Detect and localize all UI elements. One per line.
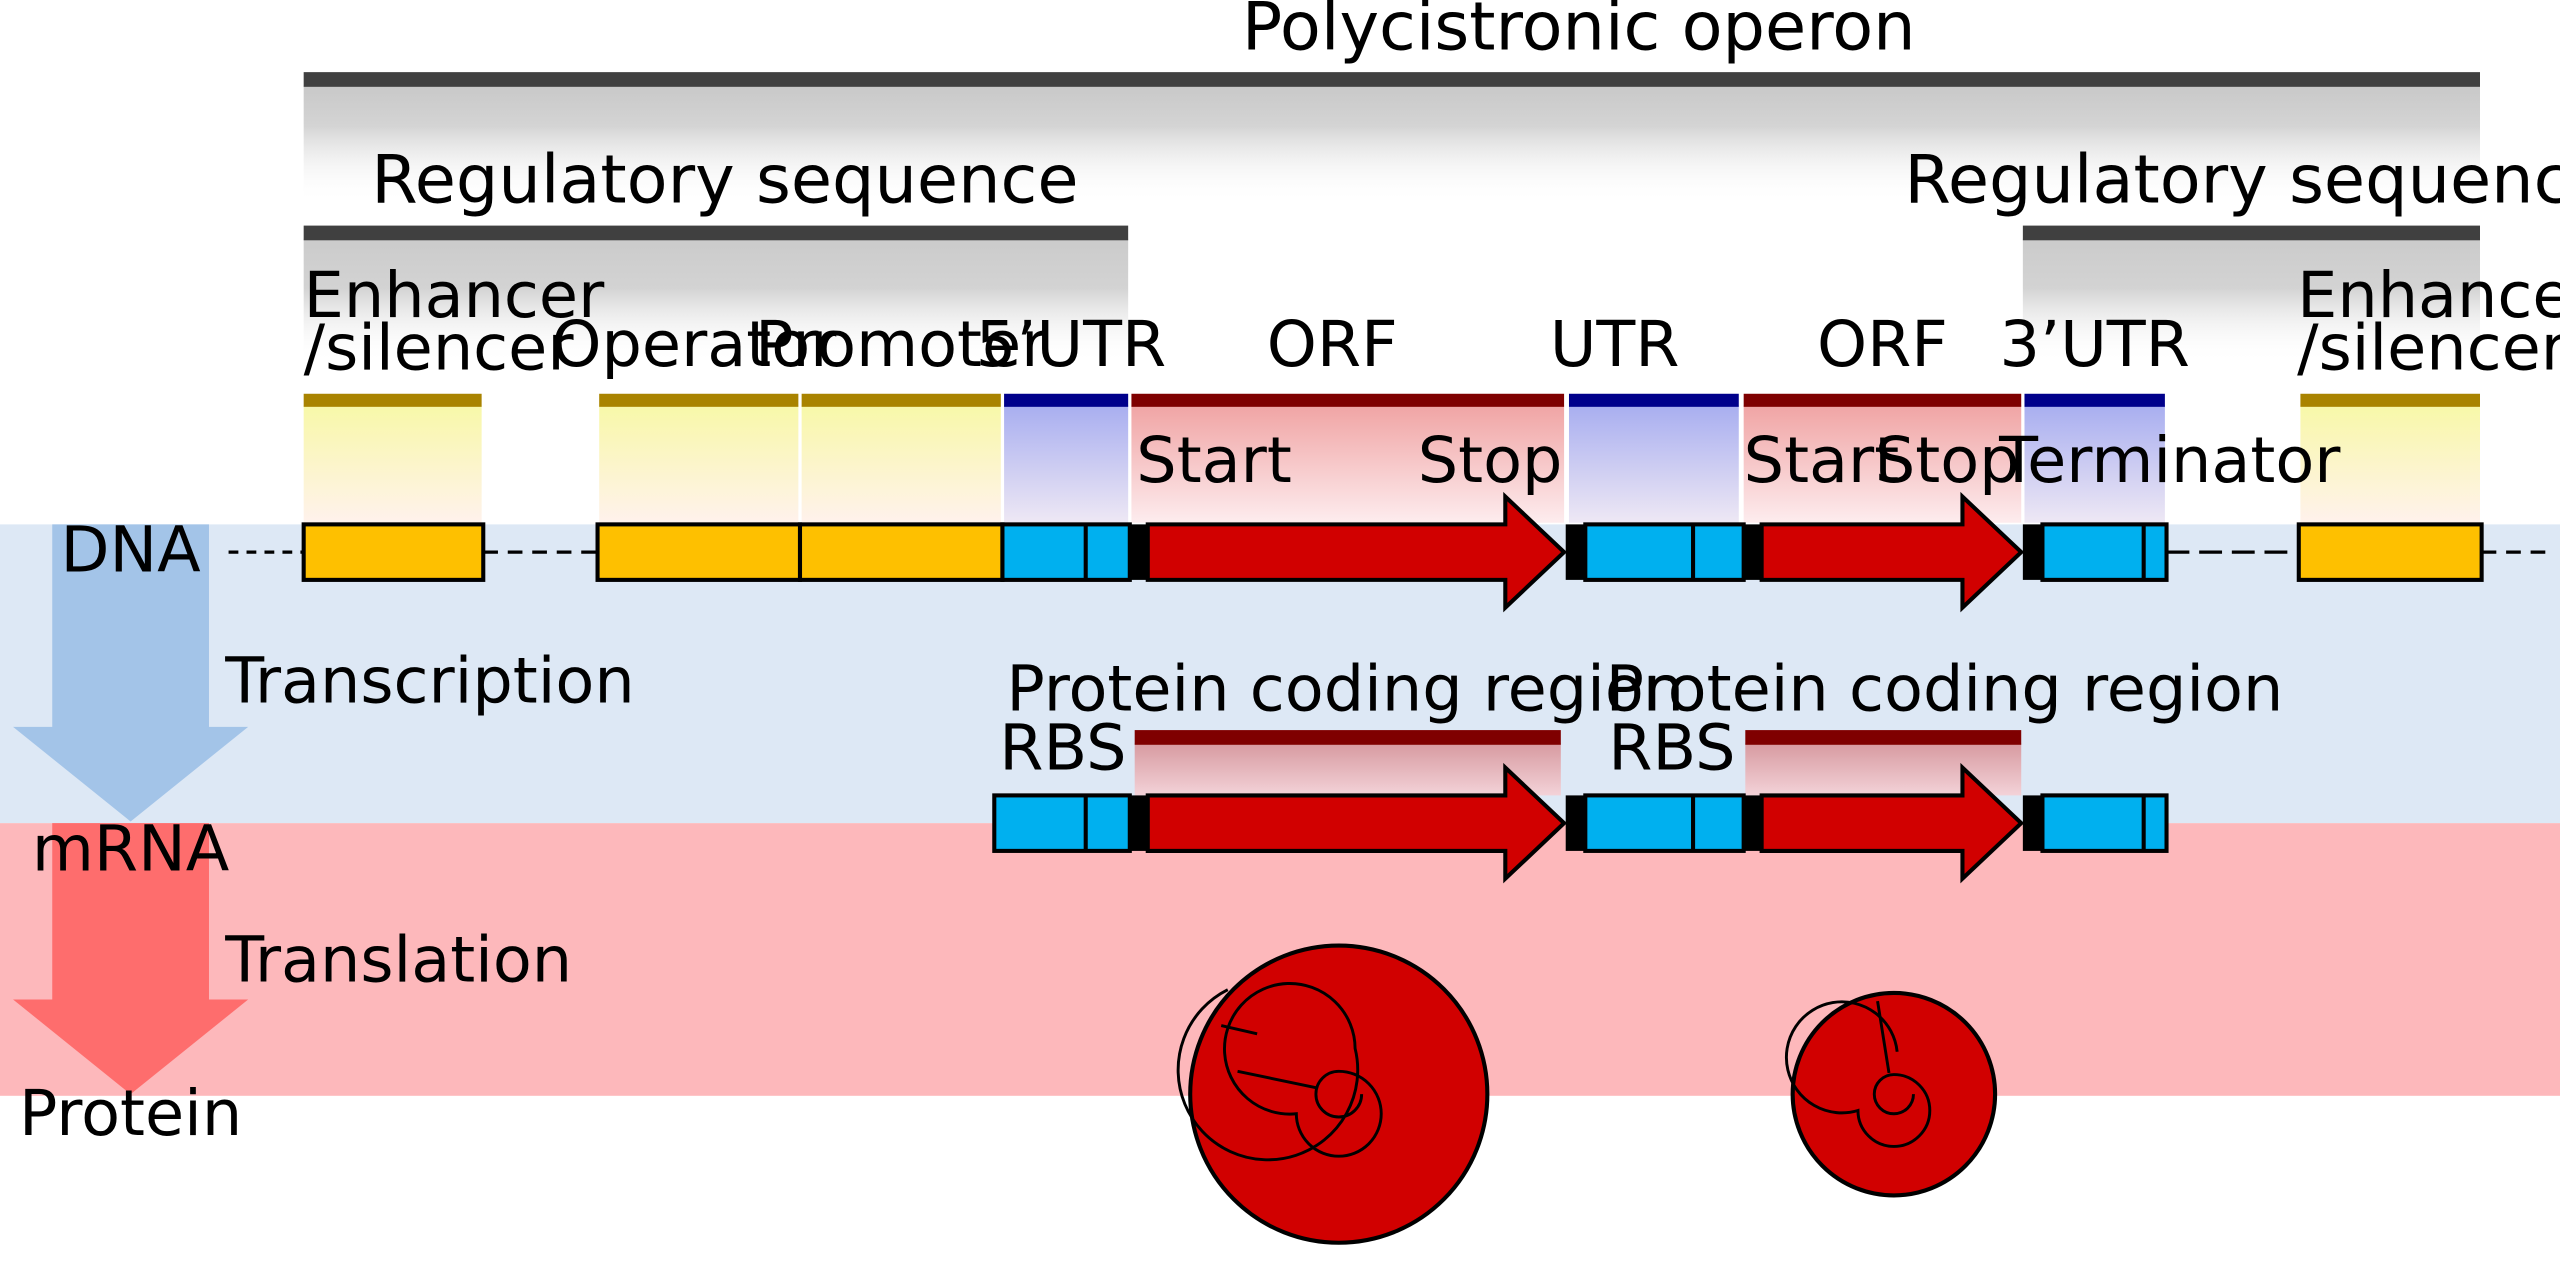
orf1-arrow [1145,491,1568,613]
mrna-start-codon-1 [1128,795,1148,851]
stop2-label: Stop [1875,424,2020,498]
utr5-label: 5’UTR [976,308,1166,382]
utr5-block [1000,522,1132,582]
utr-mid-label: UTR [1550,308,1680,382]
enhancer-right-label-line1: Enhancer [2297,259,2560,333]
translation-label: Translation [224,924,572,998]
utr3-label: 3’UTR [1999,308,2189,382]
enhancer-right-block [2296,522,2484,582]
orf2-arrow [1759,491,2025,613]
operon-bracket [303,72,2481,203]
pcr1-label: Protein coding region [1006,652,1684,726]
mrna-stop-codon-1 [1565,795,1586,851]
regulatory-right-bracket [2022,225,2480,363]
orf1-label: ORF [1267,308,1398,382]
mrna-label: mRNA [32,812,230,886]
element-bars [303,393,2480,523]
stop-codon-2 [2022,524,2043,580]
operator-label: Operator [551,308,837,382]
protein-1 [1176,943,1490,1245]
operator-block [595,522,803,582]
enhancer-left-label-line1: Enhancer [304,259,605,333]
protein-label: Protein [19,1077,242,1151]
mrna-orf2-arrow [1759,762,2025,884]
start2-label: Start [1744,424,1900,498]
mrna-stop-codon-2 [2022,795,2043,851]
transcription-label: Transcription [224,644,634,718]
enhancer-left-block [301,522,486,582]
start-codon-1 [1128,524,1148,580]
stop-codon-1 [1565,524,1586,580]
mrna-orf1-arrow [1145,762,1568,884]
mrna-utr5-block [992,793,1132,853]
promoter-block [797,522,1005,582]
mrna-utr3-block [2040,793,2169,853]
utr-mid-block [1583,522,1746,582]
dna-label: DNA [61,514,202,588]
protein-2 [1784,990,1998,1198]
regulatory-right-label: Regulatory sequence [1904,141,2560,219]
operon-label: Polycistronic operon [1242,0,1916,65]
utr3-block [2040,522,2169,582]
start1-label: Start [1136,424,1292,498]
regulatory-left-bracket [303,225,1129,363]
enhancer-right-label-line2: /silencer [2297,311,2560,385]
mrna-strand [992,762,2169,884]
terminator-label: Terminator [1998,424,2341,498]
rbs1-label: RBS [999,711,1126,785]
stop1-label: Stop [1418,424,1563,498]
transcription-arrow [13,524,249,822]
rbs2-label: RBS [1608,711,1735,785]
start-codon-2 [1742,524,1762,580]
translation-arrow [13,823,249,1095]
enhancer-left-label-line2: /silencer [304,311,575,385]
promoter-label: Promoter [755,308,1048,382]
regulatory-left-label: Regulatory sequence [371,141,1078,219]
mrna-start-codon-2 [1742,795,1762,851]
pcr2-label: Protein coding region [1606,652,2284,726]
orf2-label: ORF [1817,308,1948,382]
mrna-utr-mid-block [1583,793,1746,853]
dna-strand [228,491,2551,613]
